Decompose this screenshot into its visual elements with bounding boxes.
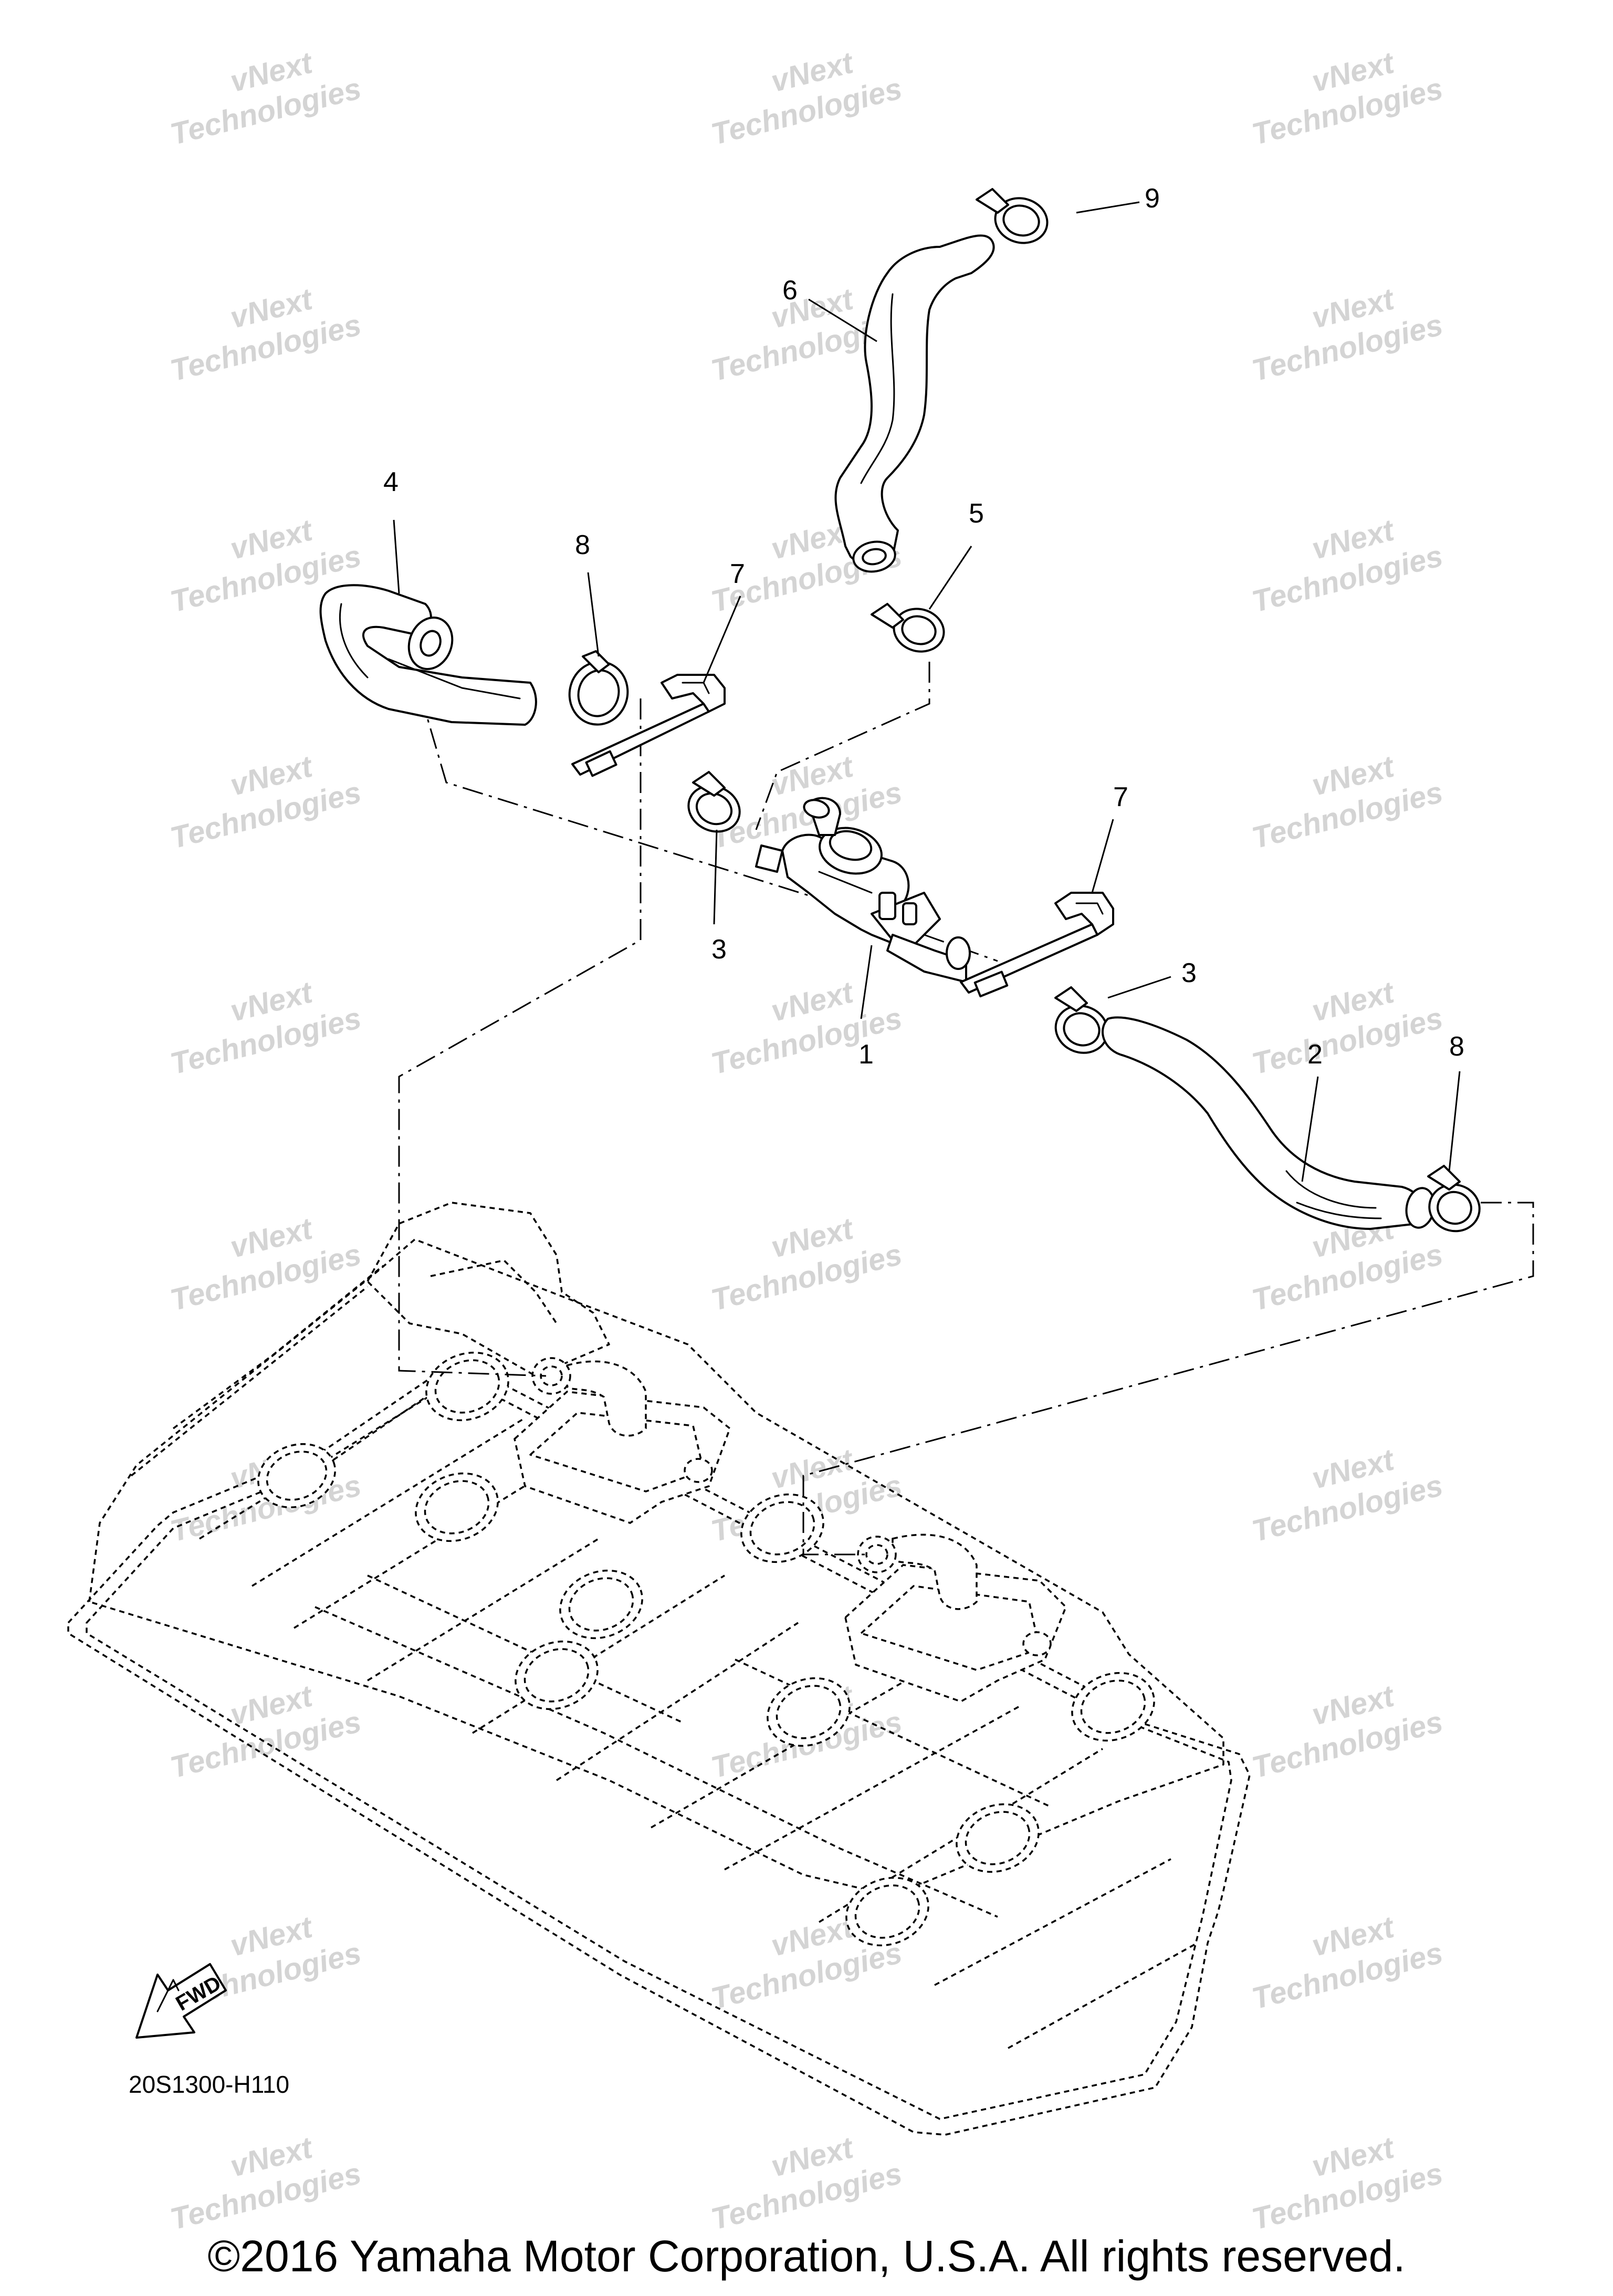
clamp-9 [976, 188, 1049, 244]
bracket-7-right [960, 892, 1114, 998]
hose-6 [834, 234, 995, 573]
callout-labels: 9 6 4 8 7 5 3 1 7 3 2 8 [383, 183, 1464, 1070]
hose-2 [1102, 1016, 1436, 1230]
callout-3-right: 3 [1181, 958, 1197, 988]
callout-4: 4 [383, 467, 399, 497]
leader-lines [393, 201, 1461, 1182]
clamp-3-left [687, 771, 741, 833]
callout-2: 2 [1307, 1039, 1323, 1070]
callout-7-right: 7 [1113, 782, 1128, 812]
callout-9: 9 [1145, 183, 1160, 214]
callout-8-right: 8 [1449, 1031, 1464, 1062]
callout-5: 5 [969, 498, 984, 529]
hose-4 [319, 584, 537, 726]
clamp-8-right [1427, 1165, 1481, 1233]
copyright-notice: ©2016 Yamaha Motor Corporation, U.S.A. A… [207, 2231, 1406, 2281]
bracket-7-left [571, 674, 726, 777]
clamp-8-left [568, 650, 629, 726]
clamp-3-right [1054, 986, 1109, 1054]
callout-1: 1 [858, 1039, 874, 1070]
callout-3-left: 3 [711, 934, 727, 965]
callout-8-left: 8 [575, 530, 590, 560]
diagram-code: 20S1300-H110 [129, 2071, 289, 2098]
callout-7-left: 7 [730, 559, 745, 589]
clamp-5 [871, 603, 945, 653]
callout-6: 6 [782, 275, 798, 306]
air-cut-valve-1 [755, 797, 971, 983]
cylinder-head-cover [67, 1202, 1251, 2136]
